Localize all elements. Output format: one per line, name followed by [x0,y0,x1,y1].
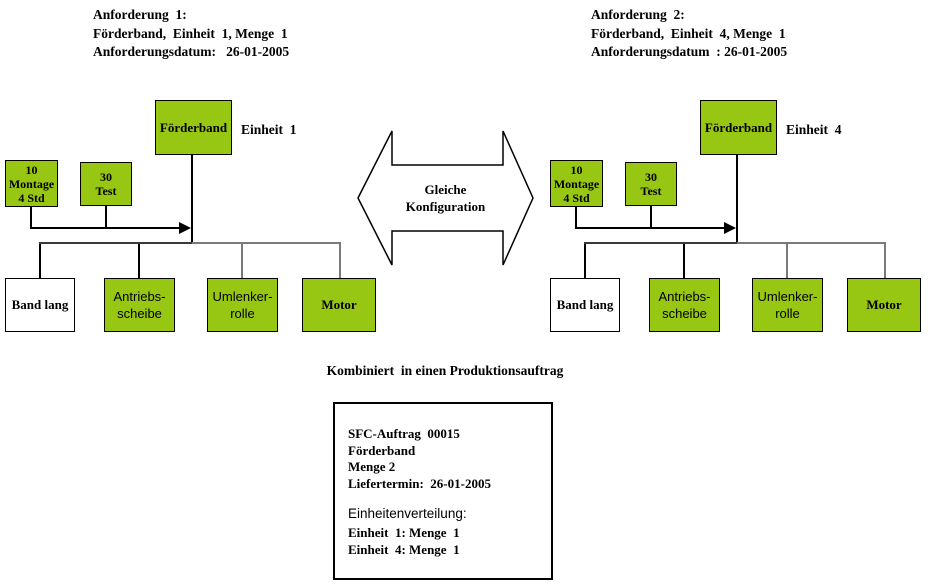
operation-box-montage: 10 Montage 4 Std [550,160,603,207]
connector-line [39,244,41,278]
arrowhead-icon [724,222,736,234]
connector-line [650,206,652,228]
connector-line [138,244,140,278]
order-distribution-text: Einheit 1: Menge 1 Einheit 4: Menge 1 [348,525,460,557]
root-box-foerderband: Förderband [155,100,232,155]
operation-box-montage: 10 Montage 4 Std [5,160,58,207]
unit-2-label: Einheit 4 [786,122,842,137]
connector-line [339,244,341,278]
component-box-band-lang: Band lang [5,278,75,332]
request-2-text: Anforderung 2: Förderband, Einheit 4, Me… [591,7,788,59]
request-1-text: Anforderung 1: Förderband, Einheit 1, Me… [93,7,290,59]
component-box-antriebsscheibe: Antriebs- scheibe [649,278,720,332]
connector-line [241,244,243,278]
operation-box-test: 30 Test [625,162,677,206]
order-distribution-label: Einheitenverteilung: [348,506,467,521]
component-box-umlenkerrolle: Umlenker- rolle [207,278,278,332]
trunk-line [736,155,738,244]
root-box-foerderband: Förderband [700,100,777,155]
connector-line [30,207,32,228]
distribution-line [192,242,341,244]
component-box-band-lang: Band lang [550,278,620,332]
component-box-umlenkerrolle: Umlenker- rolle [752,278,823,332]
combined-heading: Kombiniert in einen Produktionsauftrag [326,363,564,378]
unit-1-label: Einheit 1 [241,122,297,137]
double-arrow-icon [357,130,534,266]
production-order-box: SFC-Auftrag 00015 Förderband Menge 2 Lie… [333,402,553,580]
unit-1-group: Förderband Einheit 1 10 Montage 4 Std 30… [0,0,380,345]
center-arrow-label: Gleiche Konfiguration [405,182,486,214]
distribution-line [39,242,192,244]
connector-line [105,206,107,228]
connector-line [786,244,788,278]
operation-box-test: 30 Test [80,162,132,206]
trunk-line [191,155,193,244]
connector-line [575,227,725,229]
distribution-line [584,242,737,244]
unit-2-group: Förderband Einheit 4 10 Montage 4 Std 30… [545,0,925,345]
connector-line [884,244,886,278]
connector-line [30,227,180,229]
distribution-line [737,242,886,244]
double-arrow-shape: Gleiche Konfiguration [356,128,535,268]
connector-line [683,244,685,278]
connector-line [575,207,577,228]
component-box-motor: Motor [847,278,921,332]
connector-line [584,244,586,278]
component-box-antriebsscheibe: Antriebs- scheibe [104,278,175,332]
component-box-motor: Motor [302,278,376,332]
arrowhead-icon [179,222,191,234]
order-header-text: SFC-Auftrag 00015 Förderband Menge 2 Lie… [348,426,491,491]
